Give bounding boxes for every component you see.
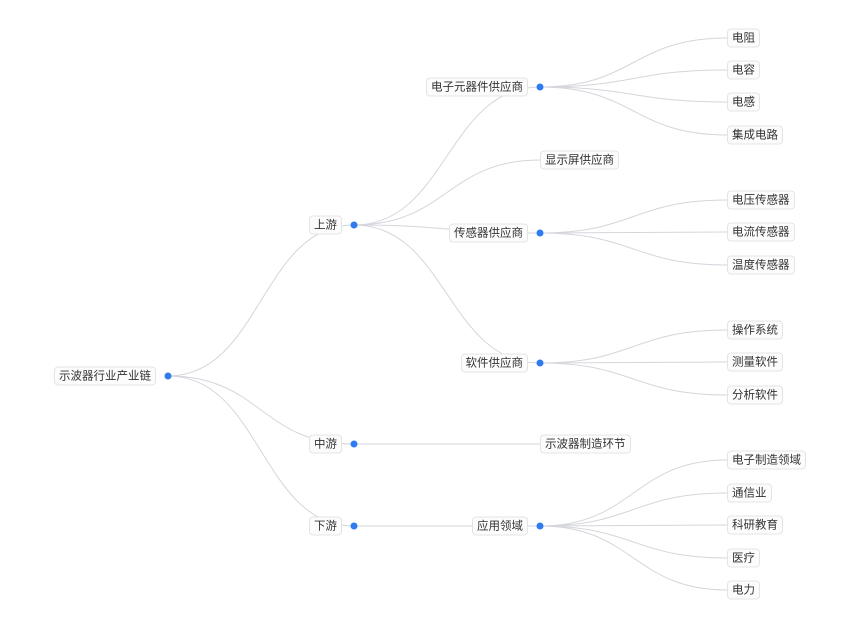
node-expand-dot[interactable] bbox=[350, 440, 358, 448]
tree-edge bbox=[539, 525, 728, 591]
node-expand-dot[interactable] bbox=[350, 221, 358, 229]
leaf-node-label[interactable]: 医疗 bbox=[727, 548, 760, 568]
leaf-node-label[interactable]: 分析软件 bbox=[727, 385, 783, 405]
node-expand-dot[interactable] bbox=[536, 83, 544, 91]
branch-node-label[interactable]: 下游 bbox=[309, 516, 342, 536]
tree-edge bbox=[167, 224, 355, 377]
leaf-node-label[interactable]: 电感 bbox=[727, 92, 760, 112]
tree-edge bbox=[353, 86, 541, 226]
branch-node-label[interactable]: 软件供应商 bbox=[460, 353, 528, 373]
branch-node-label[interactable]: 示波器行业产业链 bbox=[54, 366, 156, 386]
tree-edge bbox=[539, 361, 728, 364]
tree-edge bbox=[539, 362, 728, 396]
leaf-node-label[interactable]: 测量软件 bbox=[727, 352, 783, 372]
node-expand-dot[interactable] bbox=[164, 372, 172, 380]
leaf-node-label[interactable]: 集成电路 bbox=[727, 125, 783, 145]
tree-edge bbox=[539, 86, 728, 136]
tree-edge bbox=[539, 69, 728, 88]
tree-edge bbox=[539, 329, 728, 364]
node-expand-dot[interactable] bbox=[350, 522, 358, 530]
tree-edge bbox=[353, 224, 541, 364]
leaf-node-label[interactable]: 电流传感器 bbox=[727, 222, 795, 242]
branch-node-label[interactable]: 电子元器件供应商 bbox=[426, 77, 528, 97]
branch-node-label[interactable]: 上游 bbox=[309, 215, 342, 235]
branch-node-label[interactable]: 中游 bbox=[309, 434, 342, 454]
node-expand-dot[interactable] bbox=[536, 522, 544, 530]
leaf-node-label[interactable]: 温度传感器 bbox=[727, 255, 795, 275]
leaf-node-label[interactable]: 电容 bbox=[727, 60, 760, 80]
node-expand-dot[interactable] bbox=[536, 359, 544, 367]
leaf-node-label[interactable]: 电子制造领域 bbox=[727, 450, 806, 470]
tree-edge bbox=[539, 199, 728, 234]
tree-edge bbox=[539, 525, 728, 559]
leaf-node-label[interactable]: 通信业 bbox=[727, 483, 772, 503]
leaf-node-label[interactable]: 示波器制造环节 bbox=[540, 434, 631, 454]
leaf-node-label[interactable]: 科研教育 bbox=[727, 515, 783, 535]
leaf-node-label[interactable]: 电压传感器 bbox=[727, 190, 795, 210]
leaf-node-label[interactable]: 操作系统 bbox=[727, 320, 783, 340]
tree-edge bbox=[539, 459, 728, 527]
leaf-node-label[interactable]: 电力 bbox=[727, 580, 760, 600]
node-expand-dot[interactable] bbox=[536, 229, 544, 237]
tree-edge bbox=[353, 159, 541, 226]
tree-edge bbox=[539, 86, 728, 103]
branch-node-label[interactable]: 传感器供应商 bbox=[449, 223, 528, 243]
tree-edge bbox=[539, 232, 728, 266]
tree-edge bbox=[539, 524, 728, 527]
leaf-node-label[interactable]: 电阻 bbox=[727, 28, 760, 48]
tree-edge bbox=[539, 37, 728, 88]
branch-node-label[interactable]: 应用领域 bbox=[472, 516, 528, 536]
leaf-node-label[interactable]: 显示屏供应商 bbox=[540, 150, 619, 170]
tree-edge bbox=[539, 231, 728, 234]
tree-edge bbox=[539, 492, 728, 527]
